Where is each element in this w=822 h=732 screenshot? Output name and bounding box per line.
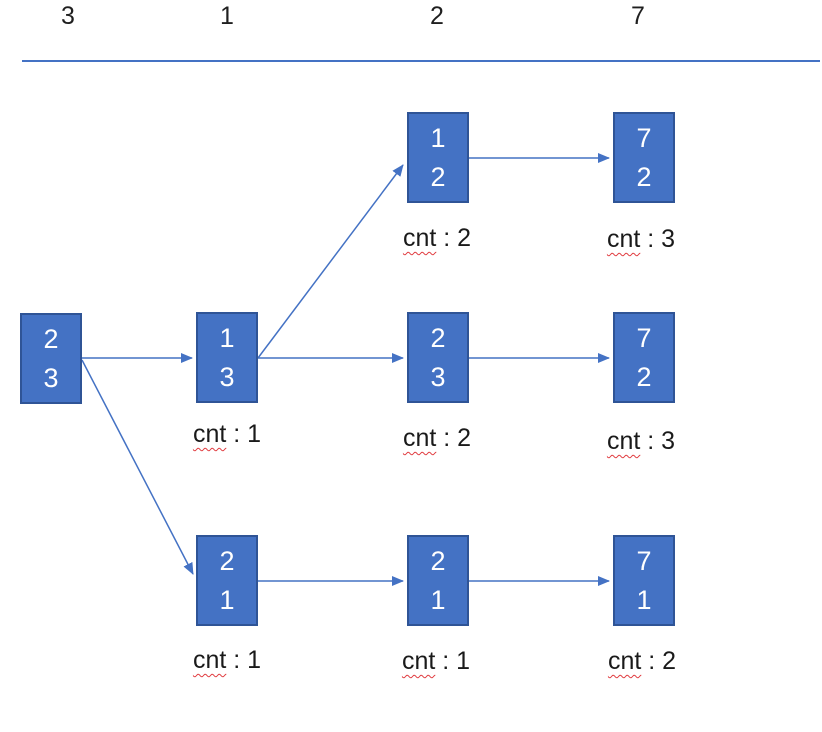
node-value-bottom: 1: [636, 584, 652, 615]
count-label-2-1-left: cnt : 1: [162, 646, 292, 675]
count-word: cnt: [607, 647, 642, 675]
node-2-1-mid: 2 1: [407, 535, 469, 626]
count-value: : 1: [435, 647, 471, 675]
count-label-7-1: cnt : 2: [577, 647, 707, 676]
node-7-2-top: 7 2: [613, 112, 675, 203]
node-value-top: 1: [219, 322, 235, 353]
count-word: cnt: [606, 427, 641, 455]
node-2-3-mid: 2 3: [407, 312, 469, 403]
header-number-3: 3: [61, 2, 75, 30]
header-number-1: 1: [220, 2, 234, 30]
count-word: cnt: [606, 225, 641, 253]
count-word: cnt: [192, 646, 227, 674]
node-root-2-3: 2 3: [20, 313, 82, 404]
node-1-2: 1 2: [407, 112, 469, 203]
count-value: : 1: [226, 420, 262, 448]
count-label-7-2-top: cnt : 3: [576, 225, 706, 254]
count-label-2-1-mid: cnt : 1: [371, 647, 501, 676]
count-value: : 2: [641, 647, 677, 675]
count-word: cnt: [402, 424, 437, 452]
count-label-1-2: cnt : 2: [372, 224, 502, 253]
node-value-bottom: 1: [219, 584, 235, 615]
node-value-bottom: 2: [636, 361, 652, 392]
count-value: : 1: [226, 646, 262, 674]
node-value-top: 2: [430, 545, 446, 576]
count-label-1-3: cnt : 1: [162, 420, 292, 449]
node-value-bottom: 3: [219, 361, 235, 392]
node-value-top: 2: [430, 322, 446, 353]
node-2-1-left: 2 1: [196, 535, 258, 626]
node-value-bottom: 3: [430, 361, 446, 392]
count-word: cnt: [402, 224, 437, 252]
node-value-top: 2: [43, 323, 59, 354]
node-value-bottom: 2: [636, 161, 652, 192]
count-label-7-2-mid: cnt : 3: [576, 427, 706, 456]
node-value-top: 1: [430, 122, 446, 153]
node-value-bottom: 2: [430, 161, 446, 192]
node-1-3: 1 3: [196, 312, 258, 403]
node-7-2-mid: 7 2: [613, 312, 675, 403]
count-value: : 2: [436, 224, 472, 252]
node-value-bottom: 3: [43, 362, 59, 393]
node-value-top: 7: [636, 122, 652, 153]
node-value-top: 7: [636, 322, 652, 353]
node-value-bottom: 1: [430, 584, 446, 615]
header-divider-line: [22, 60, 820, 62]
count-label-2-3-mid: cnt : 2: [372, 424, 502, 453]
edge-root-to-2-1: [81, 359, 194, 575]
node-value-top: 2: [219, 545, 235, 576]
node-value-top: 7: [636, 545, 652, 576]
count-value: : 3: [640, 427, 676, 455]
count-value: : 2: [436, 424, 472, 452]
node-7-1: 7 1: [613, 535, 675, 626]
count-word: cnt: [401, 647, 436, 675]
edge-1-3-to-1-2: [257, 164, 404, 359]
header-number-2: 2: [430, 2, 444, 30]
header-number-7: 7: [631, 2, 645, 30]
count-value: : 3: [640, 225, 676, 253]
count-word: cnt: [192, 420, 227, 448]
